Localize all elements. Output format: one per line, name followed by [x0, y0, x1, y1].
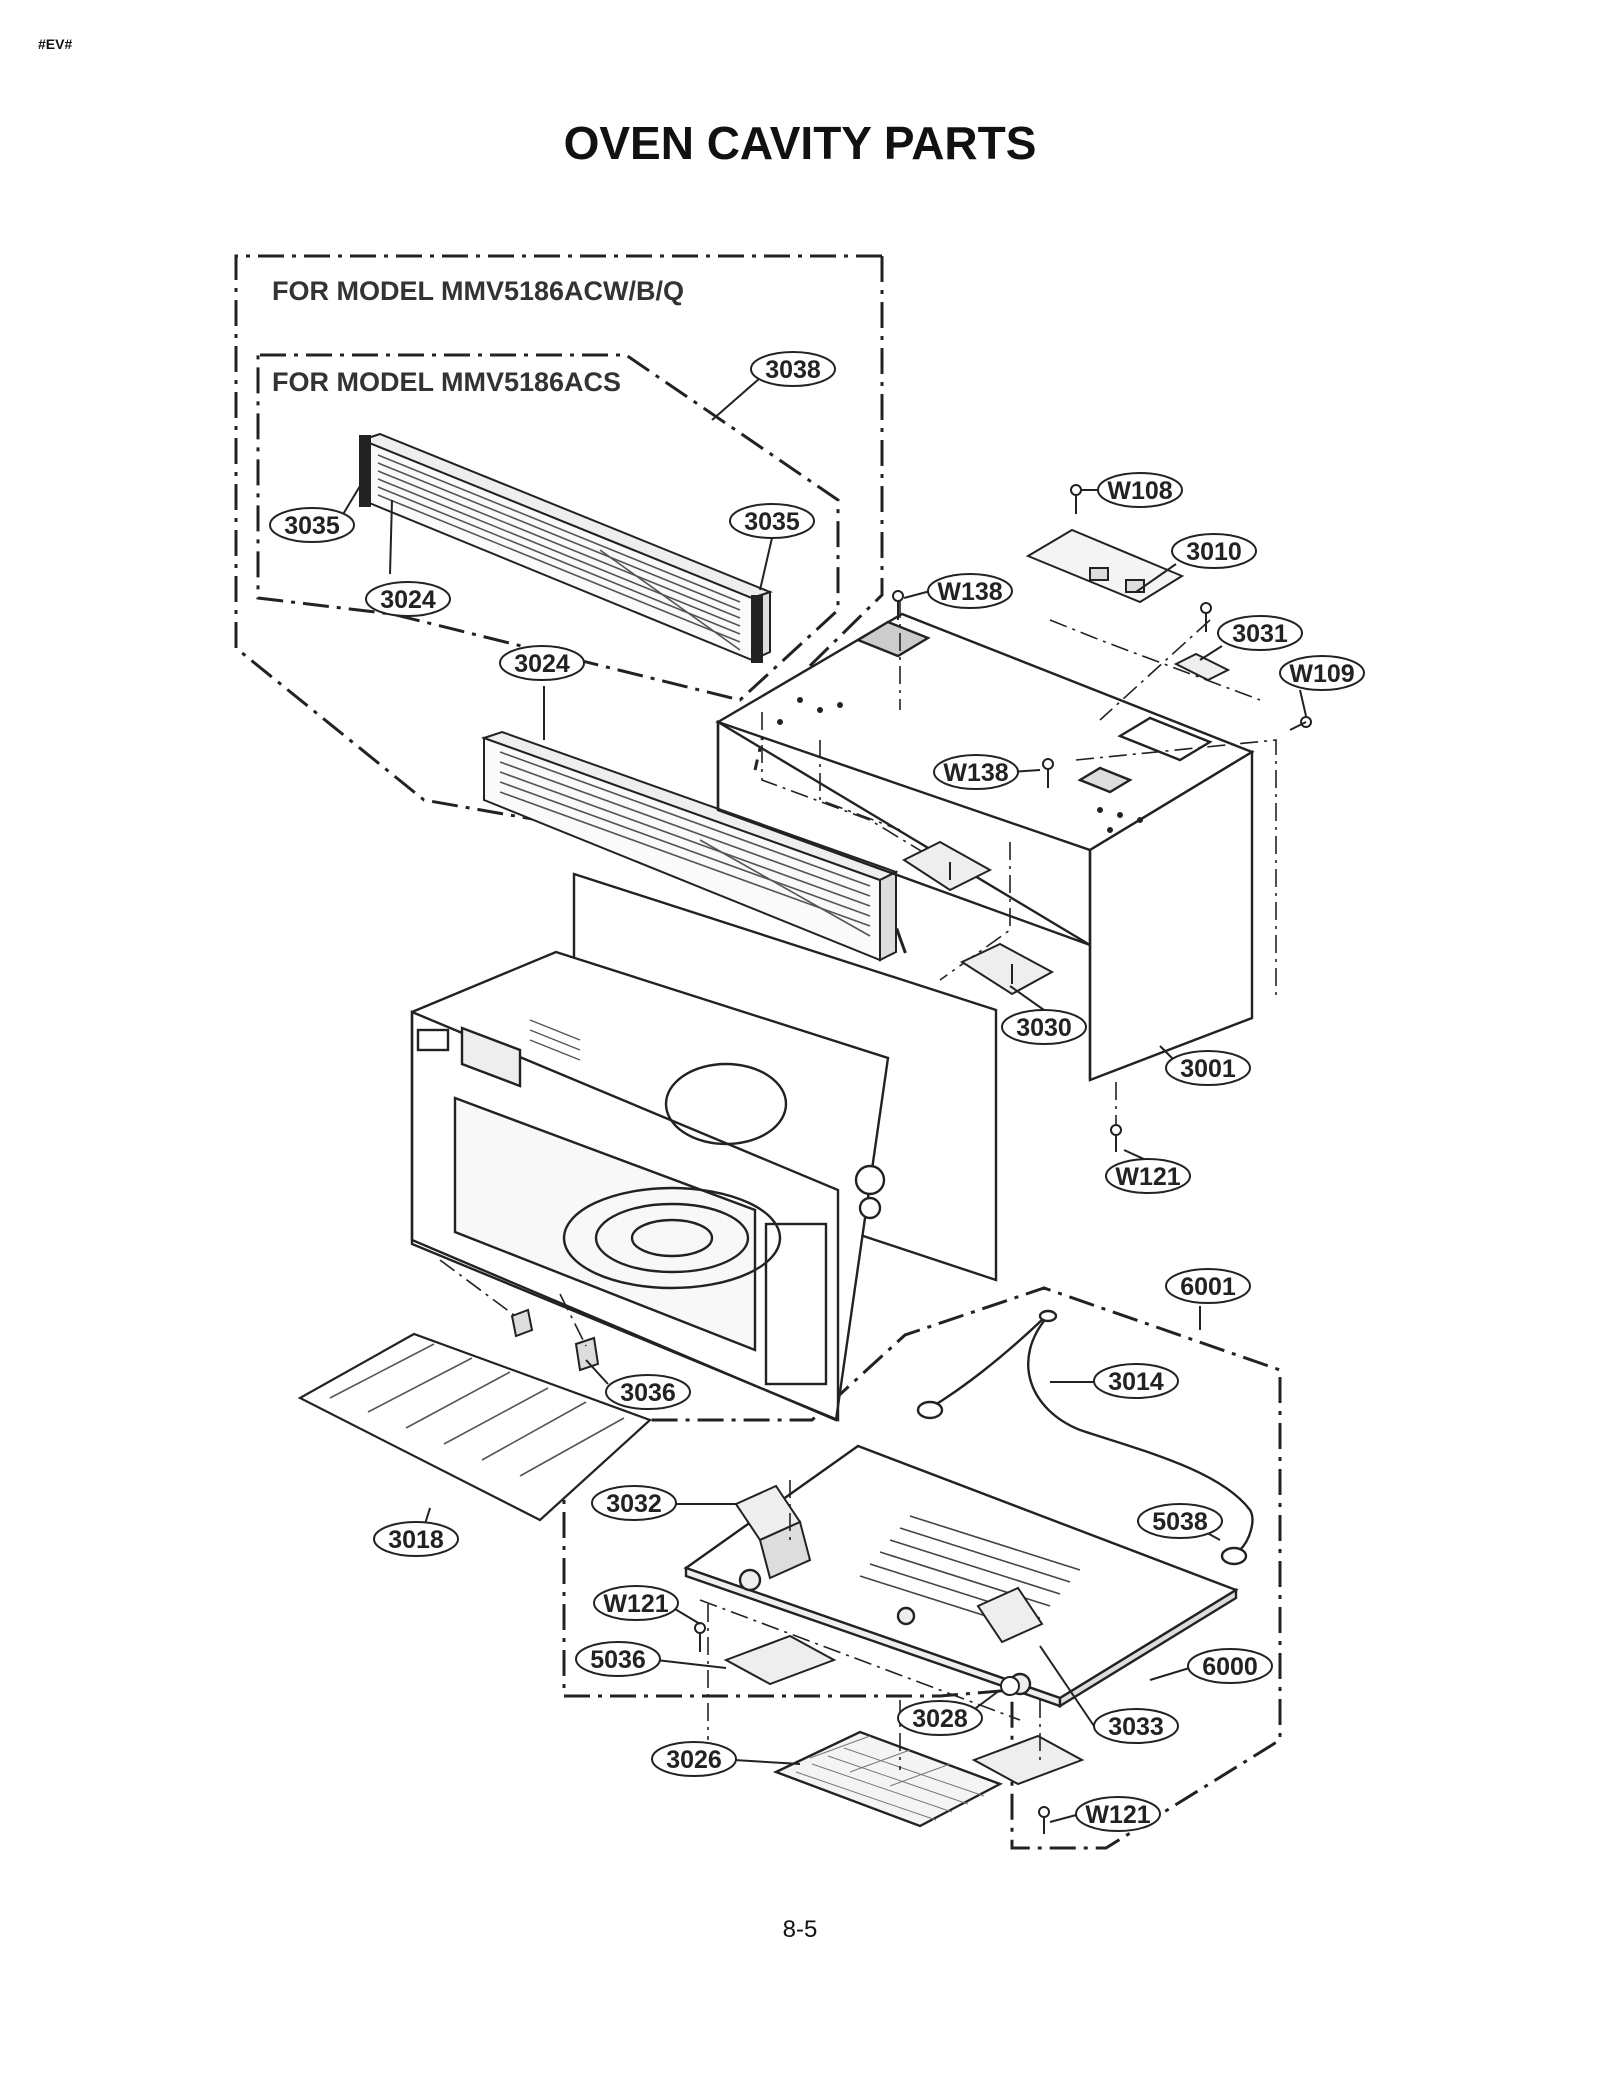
lamp-cover-5036 [723, 1634, 837, 1686]
screw-w121-top [1110, 1124, 1122, 1152]
svg-text:3031: 3031 [1232, 620, 1288, 648]
screw-w138-b [1042, 758, 1054, 788]
svg-text:3026: 3026 [666, 1746, 722, 1774]
bottom-plate-6000 [683, 1444, 1239, 1709]
screws [694, 484, 1312, 1834]
grille-3024-lower [480, 730, 899, 962]
callout-3035-left: 3035 [269, 507, 355, 543]
outer-case-3001 [715, 612, 1255, 1082]
lamp-cover-5036-b [971, 1734, 1085, 1786]
svg-text:W121: W121 [603, 1590, 668, 1618]
page-number: 8-5 [782, 1916, 818, 1943]
latch-3036 [510, 1308, 600, 1372]
oven-cavity-chassis [410, 872, 998, 1422]
svg-text:3018: 3018 [388, 1526, 444, 1554]
svg-text:3001: 3001 [1180, 1055, 1236, 1083]
screw-w108 [1070, 484, 1082, 514]
svg-text:W121: W121 [1115, 1163, 1180, 1191]
rack-3018 [297, 1332, 653, 1522]
svg-text:3014: 3014 [1108, 1368, 1164, 1396]
svg-text:3010: 3010 [1186, 538, 1242, 566]
socket-3032 [734, 1484, 812, 1580]
boundary-mmv5186acs [256, 353, 840, 702]
screw-w121-mid [694, 1622, 706, 1652]
svg-text:6000: 6000 [1202, 1653, 1258, 1681]
callout-3024-upper: 3024 [365, 581, 451, 617]
callout-3001: 3001 [1165, 1050, 1251, 1086]
model-group-label-acw: FOR MODEL MMV5186ACW/B/Q [272, 276, 685, 306]
callout-w121-bottom: W121 [1075, 1796, 1161, 1832]
document-code: #EV# [38, 36, 73, 52]
callout-3018: 3018 [373, 1521, 459, 1557]
svg-text:5036: 5036 [590, 1646, 646, 1674]
callout-w109: W109 [1279, 655, 1365, 691]
grille-3024-upper [359, 432, 773, 663]
callout-3030: 3030 [1001, 1009, 1087, 1045]
svg-text:3032: 3032 [606, 1490, 662, 1518]
svg-text:3035: 3035 [744, 508, 800, 536]
callout-6001: 6001 [1165, 1268, 1251, 1304]
svg-text:3030: 3030 [1016, 1014, 1072, 1042]
callout-3032: 3032 [591, 1485, 677, 1521]
callout-3036: 3036 [605, 1374, 691, 1410]
svg-text:W138: W138 [943, 759, 1008, 787]
callout-3028: 3028 [897, 1700, 983, 1736]
callouts: 3038 3035 3035 3024 3024 W108 3010 W138 … [269, 351, 1365, 1832]
grease-filter-3026 [772, 1730, 1003, 1828]
svg-text:3024: 3024 [514, 650, 570, 678]
callout-3024-lower: 3024 [499, 645, 585, 681]
svg-text:3028: 3028 [912, 1705, 968, 1733]
svg-text:6001: 6001 [1180, 1273, 1236, 1301]
socket-3033 [976, 1586, 1044, 1696]
callout-w121-top: W121 [1105, 1158, 1191, 1194]
screw-3031 [1200, 602, 1212, 632]
svg-text:W108: W108 [1107, 477, 1172, 505]
boundary-mmv5186acw [234, 254, 910, 961]
bracket-3010 [1025, 528, 1185, 604]
callout-5036: 5036 [575, 1641, 661, 1677]
callout-w138-lower: W138 [933, 754, 1019, 790]
callout-5038: 5038 [1137, 1503, 1223, 1539]
callout-w121-mid: W121 [593, 1585, 679, 1621]
svg-text:3033: 3033 [1108, 1713, 1164, 1741]
svg-text:3038: 3038 [765, 356, 821, 384]
bracket-3030-a [901, 840, 993, 892]
callout-3038: 3038 [750, 351, 836, 387]
callout-3026: 3026 [651, 1741, 737, 1777]
svg-text:3036: 3036 [620, 1379, 676, 1407]
page-title: OVEN CAVITY PARTS [563, 117, 1037, 169]
callout-3010: 3010 [1171, 533, 1257, 569]
model-group-label-acs: FOR MODEL MMV5186ACS [272, 367, 622, 397]
svg-text:3024: 3024 [380, 586, 436, 614]
bracket-3031 [1173, 652, 1231, 682]
svg-text:W138: W138 [937, 578, 1002, 606]
screw-w121-bottom [1038, 1806, 1050, 1834]
svg-text:W121: W121 [1085, 1801, 1150, 1829]
svg-text:W109: W109 [1289, 660, 1354, 688]
lower-assembly-lines [439, 1259, 1041, 1770]
screw-w138-a [892, 590, 904, 620]
callout-6000: 6000 [1187, 1648, 1273, 1684]
callout-3035-right: 3035 [729, 503, 815, 539]
screw-w109 [1289, 716, 1312, 731]
svg-text:5038: 5038 [1152, 1508, 1208, 1536]
wire-harness-3014 [916, 1309, 1254, 1566]
callout-3014: 3014 [1093, 1363, 1179, 1399]
callout-3031: 3031 [1217, 615, 1303, 651]
callout-w108: W108 [1097, 472, 1183, 508]
bracket-3030-b [959, 942, 1055, 996]
callout-w138-upper: W138 [927, 573, 1013, 609]
callout-3033: 3033 [1093, 1708, 1179, 1744]
boundary-6001-bottom [562, 1286, 1282, 1850]
svg-text:3035: 3035 [284, 512, 340, 540]
